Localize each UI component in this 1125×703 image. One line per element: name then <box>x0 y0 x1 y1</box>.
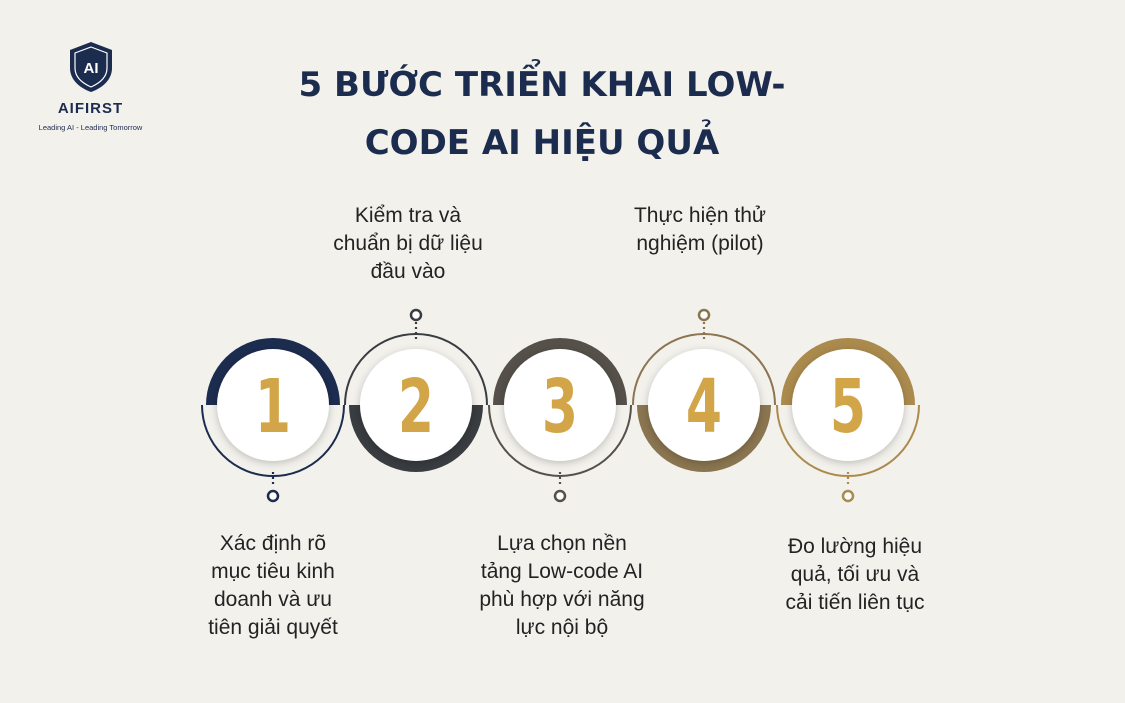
step-3-label-line: lực nội bộ <box>515 616 609 639</box>
step-2-connector-dot <box>409 308 423 322</box>
step-2-label-line: đầu vào <box>370 260 446 283</box>
brand-tagline: Leading AI - Leading Tomorrow <box>38 123 143 132</box>
title-line-2: CODE AI HIỆU QUẢ <box>364 123 720 163</box>
step-4-circle <box>648 349 760 461</box>
step-1-outline-arc <box>201 404 345 477</box>
step-3-connector-dot <box>553 489 567 503</box>
step-1-label-line: Xác định rõ <box>219 532 327 555</box>
step-4-number: 4 <box>686 363 722 450</box>
step-2-label-line: Kiểm tra và <box>354 204 462 227</box>
step-2-label-line: chuẩn bị dữ liệu <box>333 232 483 255</box>
step-3-label: Lựa chọn nền tảng Low-code AI phù hợp với … <box>448 530 676 642</box>
step-1-connector-dot <box>266 489 280 503</box>
step-4-label: Thực hiện thử nghiệm (pilot) <box>600 202 800 258</box>
step-1-circle <box>217 349 329 461</box>
step-5-number: 5 <box>830 363 866 450</box>
step-3-label-line: Lựa chọn nền <box>497 532 627 555</box>
step-1-label-line: tiên giải quyết <box>208 616 338 639</box>
step-3-label-line: tảng Low-code AI <box>480 560 644 583</box>
step-5-circle <box>792 349 904 461</box>
step-5-label: Đo lường hiệu quả, tối ưu và cải tiến liên… <box>750 533 960 617</box>
step-3-number: 3 <box>542 363 578 450</box>
page-title: 5 BƯỚC TRIỂN KHAI LOW- CODE AI HIỆU QUẢ <box>262 56 822 172</box>
logo-monogram: AI <box>83 60 98 77</box>
step-2-circle <box>360 349 472 461</box>
step-3-circle <box>504 349 616 461</box>
step-1-label-line: mục tiêu kinh <box>211 560 335 583</box>
shield-logo-icon: AI <box>69 42 112 92</box>
step-5-connector-dot <box>841 489 855 503</box>
brand-logo: AI AIFIRST Leading AI - Leading Tomorrow <box>28 40 153 132</box>
step-5-outline-arc <box>776 404 920 477</box>
step-3-label-line: phù hợp với năng <box>479 588 645 611</box>
step-4-connector-dot <box>697 308 711 322</box>
step-5-label-line: quả, tối ưu và <box>790 563 920 586</box>
step-2-number: 2 <box>398 363 434 450</box>
brand-name: AIFIRST <box>57 100 124 117</box>
step-1-label: Xác định rõ mục tiêu kinh doanh và ưu tiên … <box>168 530 378 642</box>
step-4-label-line: Thực hiện thử <box>633 204 766 227</box>
title-line-1: 5 BƯỚC TRIỂN KHAI LOW- <box>298 65 786 105</box>
step-1-label-line: doanh và ưu <box>214 588 332 611</box>
step-2-label: Kiểm tra và chuẩn bị dữ liệu đầu vào <box>308 202 508 286</box>
step-5-label-line: Đo lường hiệu <box>787 535 923 558</box>
step-1-number: 1 <box>255 363 291 450</box>
step-5-label-line: cải tiến liên tục <box>785 591 925 614</box>
step-4-label-line: nghiệm (pilot) <box>636 232 764 255</box>
step-3-outline-arc <box>488 404 632 477</box>
